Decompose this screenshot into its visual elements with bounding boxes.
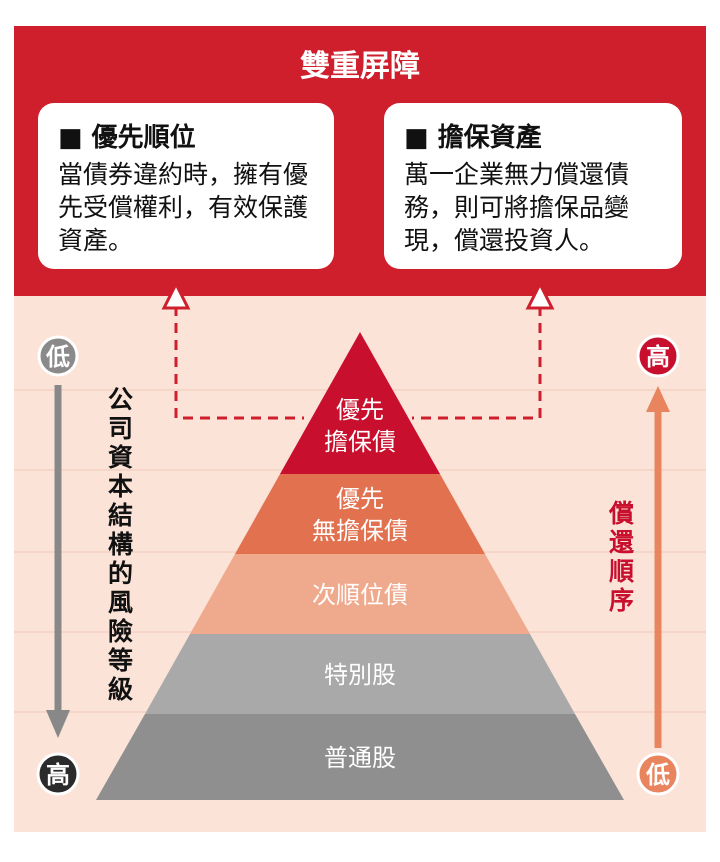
left-axis-top-badge — [37, 335, 79, 377]
tier-label-subordinated: 次順位債 — [312, 581, 408, 609]
pyramid-tier-senior-unsecured — [235, 474, 485, 554]
right-card-line-2: 務，則可將擔保品變 — [404, 193, 629, 222]
left-connector-arrow-icon — [161, 280, 191, 310]
pyramid — [96, 332, 624, 800]
right-axis-label: 償還順序 — [608, 499, 635, 615]
tier-label-preferred: 特別股 — [324, 661, 396, 689]
right-axis-bottom-badge-text: 低 — [645, 761, 670, 789]
tier-label-senior-unsecured-line-2: 無擔保債 — [312, 517, 408, 545]
tier-label-senior-secured-line-2: 擔保債 — [324, 428, 396, 456]
left-axis-down-arrow-icon — [46, 710, 70, 738]
right-axis-top-badge — [636, 334, 680, 378]
left-card-heading: ■ 優先順位 — [58, 122, 196, 153]
right-card-line-3: 現，償還投資人。 — [404, 226, 604, 255]
pyramid-tier-subordinated — [190, 554, 530, 634]
left-card — [38, 103, 334, 269]
right-connector-arrow-icon — [525, 280, 555, 310]
left-axis-bottom-badge — [36, 752, 80, 796]
right-axis-top-badge-text: 高 — [646, 343, 670, 371]
right-axis-bottom-badge — [636, 752, 680, 796]
banner-title: 雙重屏障 — [300, 49, 420, 84]
right-card — [384, 103, 682, 269]
left-axis: 低 高 公司資本結構的風險等級 — [36, 335, 133, 796]
pyramid-tier-common — [96, 714, 624, 800]
tier-label-common: 普通股 — [324, 744, 396, 772]
right-card-heading: ■ 擔保資產 — [404, 122, 542, 153]
pyramid-tier-preferred — [145, 634, 575, 714]
left-card-line-3: 資產。 — [58, 226, 133, 255]
left-axis-label: 公司資本結構的風險等級 — [108, 385, 133, 704]
right-axis: 高 低 償還順序 — [608, 334, 680, 796]
tier-label-senior-secured-line-1: 優先 — [336, 396, 384, 424]
left-axis-bottom-badge-text: 高 — [46, 761, 70, 789]
right-axis-up-arrow-icon — [646, 386, 670, 412]
left-axis-top-badge-text: 低 — [45, 343, 70, 371]
dashed-connectors — [174, 306, 542, 420]
right-card-line-1: 萬一企業無力償還債 — [404, 160, 629, 189]
left-card-line-2: 先受償權利，有效保護 — [58, 193, 308, 222]
left-card-line-1: 當債券違約時，擁有優 — [58, 160, 308, 189]
tier-label-senior-unsecured-line-1: 優先 — [336, 485, 384, 513]
pyramid-tier-senior-secured — [280, 332, 440, 474]
